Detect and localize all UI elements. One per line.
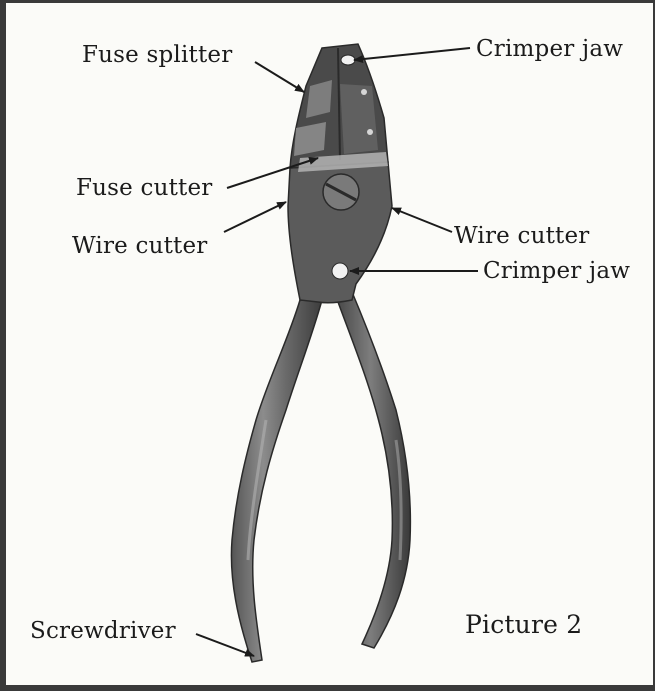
label-wire-cutter-left: Wire cutter (72, 235, 208, 258)
label-crimper-jaw-mid: Crimper jaw (483, 260, 630, 283)
arrow-wire-cutter-right (392, 208, 452, 232)
label-wire-cutter-right: Wire cutter (454, 225, 590, 248)
arrow-fuse-splitter (255, 62, 304, 92)
arrow-crimper-jaw-top (354, 48, 470, 60)
picture-caption: Picture 2 (465, 612, 582, 637)
left-handle (231, 300, 322, 662)
label-screwdriver: Screwdriver (30, 620, 176, 643)
crimper-hole (332, 263, 348, 279)
label-fuse-splitter: Fuse splitter (82, 44, 232, 67)
label-crimper-jaw-top: Crimper jaw (476, 38, 623, 61)
arrow-wire-cutter-left (224, 202, 286, 232)
label-fuse-cutter: Fuse cutter (76, 177, 212, 200)
